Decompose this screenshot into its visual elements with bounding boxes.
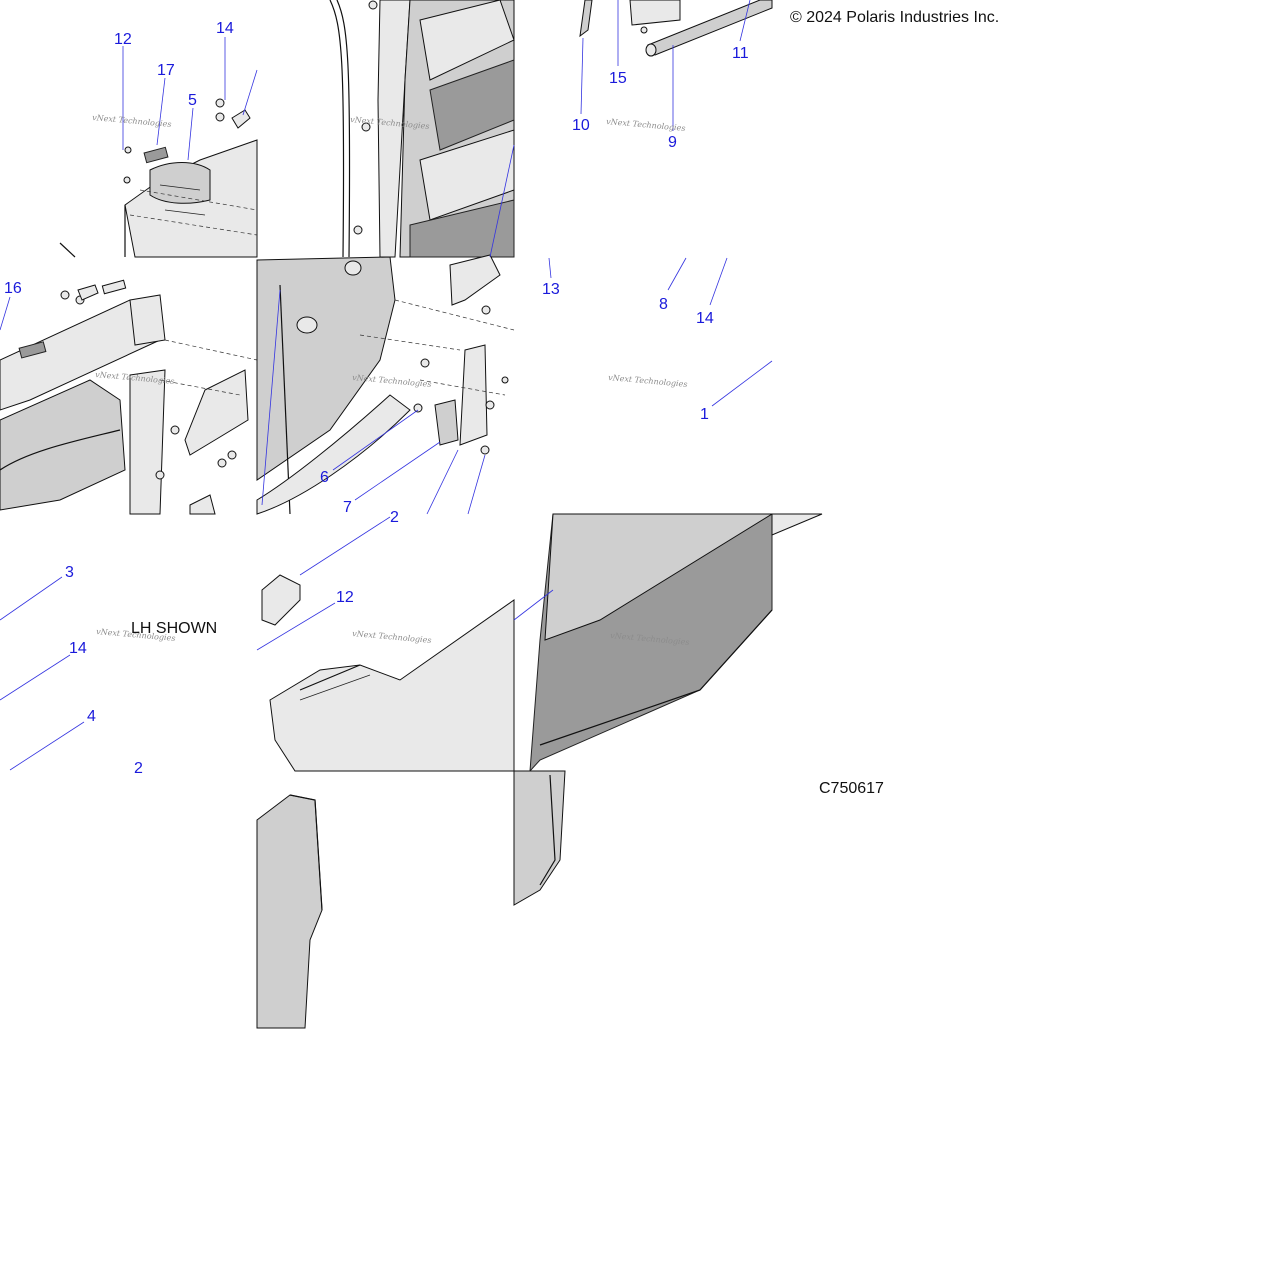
callout-2: 2 bbox=[390, 509, 399, 526]
callout-2b: 2 bbox=[134, 760, 143, 777]
callout-7: 7 bbox=[343, 499, 352, 516]
watermark: vNext Technologies bbox=[92, 113, 172, 129]
callout-16: 16 bbox=[4, 280, 22, 297]
tile-top-right bbox=[579, 0, 773, 57]
watermark: vNext Technologies bbox=[606, 117, 686, 133]
callout-labels: 12 14 17 5 15 11 10 9 16 13 8 14 1 6 7 2… bbox=[4, 20, 749, 777]
watermark: vNext Technologies bbox=[352, 629, 432, 645]
callout-15: 15 bbox=[609, 70, 627, 87]
tile-top-left bbox=[59, 98, 258, 258]
tile-mid-center bbox=[256, 254, 515, 515]
callout-10: 10 bbox=[572, 117, 590, 134]
illustration-code: C750617 bbox=[819, 780, 884, 797]
tile-lower-right bbox=[529, 513, 823, 773]
tile-lower-center bbox=[261, 574, 515, 772]
callout-5: 5 bbox=[188, 92, 197, 109]
callout-12: 12 bbox=[114, 31, 132, 48]
callout-14b: 14 bbox=[696, 310, 714, 327]
callout-14: 14 bbox=[216, 20, 234, 37]
tile-top-center bbox=[329, 0, 515, 258]
watermark: vNext Technologies bbox=[352, 373, 432, 389]
view-label: LH SHOWN bbox=[131, 620, 217, 637]
tile-bottom-center bbox=[256, 794, 323, 1029]
callout-17: 17 bbox=[157, 62, 175, 79]
tile-bottom-right bbox=[513, 770, 566, 906]
watermark: vNext Technologies bbox=[608, 373, 688, 389]
callout-13: 13 bbox=[542, 281, 560, 298]
leader-lines bbox=[0, 0, 773, 771]
callout-8: 8 bbox=[659, 296, 668, 313]
callout-3: 3 bbox=[65, 564, 74, 581]
callout-4: 4 bbox=[87, 708, 96, 725]
callout-9: 9 bbox=[668, 134, 677, 151]
tile-mid-left bbox=[0, 279, 258, 515]
callout-6: 6 bbox=[320, 469, 329, 486]
callout-11: 11 bbox=[732, 45, 749, 62]
callout-14c: 14 bbox=[69, 640, 87, 657]
callout-1: 1 bbox=[700, 406, 709, 423]
callout-12b: 12 bbox=[336, 589, 354, 606]
copyright-text: © 2024 Polaris Industries Inc. bbox=[790, 9, 999, 26]
